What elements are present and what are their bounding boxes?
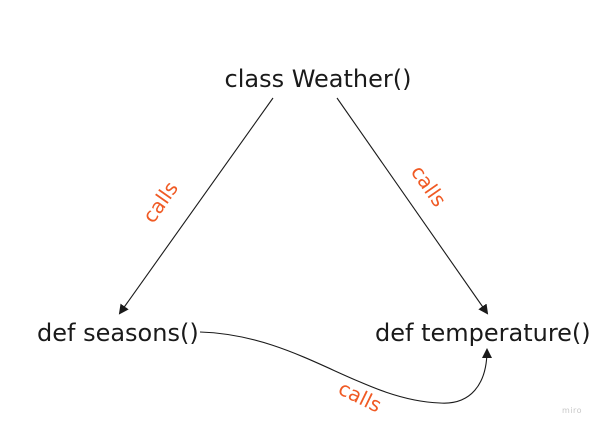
edge-label-weather-to-seasons: calls — [138, 177, 183, 227]
miro-watermark: miro — [562, 406, 582, 415]
edge-label-weather-to-temperature: calls — [406, 161, 451, 211]
node-class-weather[interactable]: class Weather() — [225, 65, 412, 93]
edge-weather-to-temperature — [336, 97, 489, 315]
edge-seasons-to-temperature — [199, 331, 492, 404]
edge-weather-to-seasons — [118, 97, 274, 315]
node-def-temperature[interactable]: def temperature() — [375, 319, 591, 347]
edge-label-seasons-to-temperature: calls — [335, 376, 386, 417]
node-def-seasons[interactable]: def seasons() — [37, 319, 199, 347]
